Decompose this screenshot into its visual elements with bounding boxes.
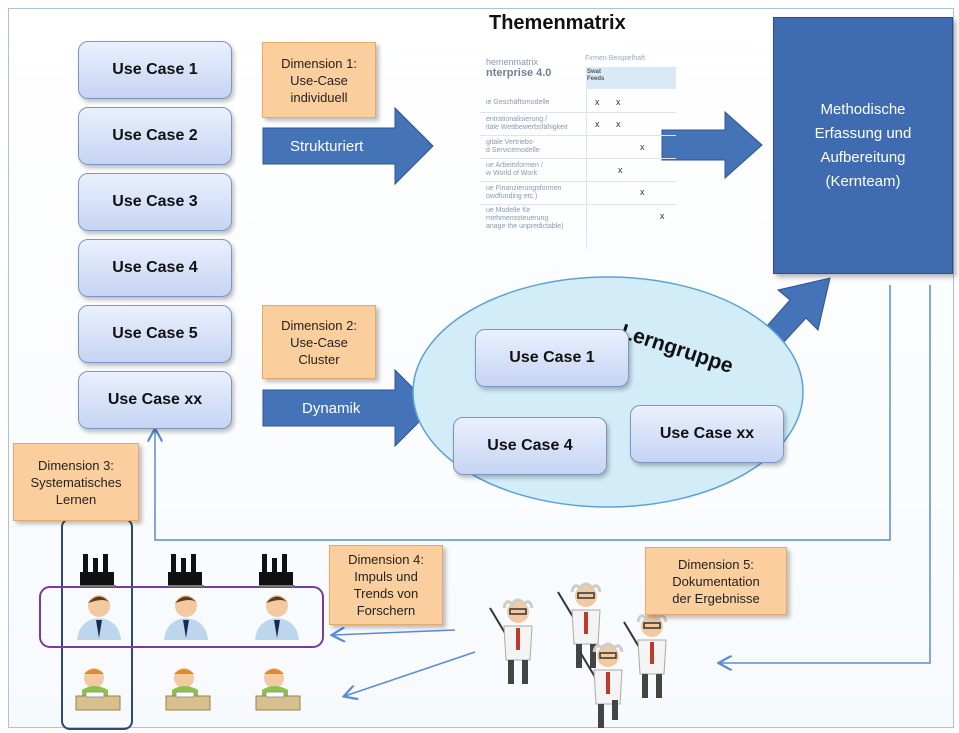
matrix-row-label: entrationalisierung / itale Wettbewerbsf… bbox=[486, 116, 568, 131]
matrix-subtitle-2: nterprise 4.0 bbox=[486, 67, 552, 79]
lerngruppe-use-case-4[interactable]: Use Case 4 bbox=[453, 417, 607, 475]
use-case-2[interactable]: Use Case 2 bbox=[78, 107, 232, 165]
use-case-4[interactable]: Use Case 4 bbox=[78, 239, 232, 297]
professor-icon bbox=[579, 642, 624, 728]
use-case-1[interactable]: Use Case 1 bbox=[78, 41, 232, 99]
lerngruppe-use-case-1[interactable]: Use Case 1 bbox=[475, 329, 629, 387]
use-case-3[interactable]: Use Case 3 bbox=[78, 173, 232, 231]
matrix-subtitle-1: hemenmatrix bbox=[486, 57, 539, 67]
dimension1-note: Dimension 1: Use-Case individuell bbox=[262, 42, 376, 118]
professor-icon bbox=[489, 598, 534, 684]
dimension5-note: Dimension 5: Dokumentation der Ergebniss… bbox=[645, 547, 787, 615]
learner-at-desk-icon bbox=[255, 668, 301, 711]
matrix-mark: x bbox=[640, 142, 645, 152]
matrix-row-label: ue Finanzierungsformen owdfunding etc.) bbox=[486, 185, 562, 200]
matrix-mark: x bbox=[616, 119, 621, 129]
learner-at-desk-icon bbox=[75, 668, 121, 711]
arrow-label-strukturiert: Strukturiert bbox=[290, 137, 364, 155]
arrow-matrix-to-method bbox=[661, 110, 763, 180]
themenmatrix-table: hemenmatrix nterprise 4.0 Firmen Beispie… bbox=[480, 45, 680, 255]
matrix-gridline bbox=[586, 89, 587, 249]
matrix-row-label: ue Modelle für rnehmenssteuerung anage t… bbox=[486, 207, 564, 230]
business-person-icon bbox=[77, 595, 121, 640]
dimension2-note: Dimension 2: Use-Case Cluster bbox=[262, 305, 376, 379]
matrix-mark: x bbox=[618, 165, 623, 175]
matrix-row-label: ue Arbeitsformen / w World of Work bbox=[486, 162, 543, 177]
professor-icon bbox=[623, 612, 668, 698]
matrix-gridline bbox=[480, 204, 676, 205]
business-person-icon bbox=[164, 595, 208, 640]
method-box-kernteam: Methodische Erfassung und Aufbereitung (… bbox=[773, 17, 953, 274]
matrix-mark: x bbox=[616, 97, 621, 107]
matrix-mark: x bbox=[660, 211, 665, 221]
factory-icon bbox=[259, 554, 295, 587]
dimension4-note: Dimension 4: Impuls und Trends von Forsc… bbox=[329, 545, 443, 625]
feedback-line-1 bbox=[155, 285, 891, 541]
arrow-dynamik bbox=[262, 368, 434, 448]
matrix-mark: x bbox=[595, 119, 600, 129]
factory-icon bbox=[80, 554, 116, 587]
arrow-strukturiert bbox=[262, 106, 434, 186]
themenmatrix-title: Themenmatrix bbox=[489, 12, 626, 34]
factory-icon bbox=[168, 554, 204, 587]
matrix-header-cell: Swat Feeds bbox=[587, 69, 605, 82]
matrix-mark: x bbox=[595, 97, 600, 107]
arrow-label-dynamik: Dynamik bbox=[302, 399, 361, 417]
arrow-to-learners-row bbox=[345, 651, 476, 696]
matrix-row-label: gitale Vertriebs- d Servicemodelle bbox=[486, 139, 540, 154]
use-case-xx[interactable]: Use Case xx bbox=[78, 371, 232, 429]
matrix-header: Firmen Beispielhaft bbox=[585, 55, 645, 62]
arrow-to-researchers-row bbox=[333, 630, 456, 635]
learner-at-desk-icon bbox=[165, 668, 211, 711]
feedback-line-2 bbox=[720, 285, 931, 663]
professor-icon bbox=[557, 582, 602, 668]
matrix-row-label: ie Geschäftsmodelle bbox=[486, 99, 550, 106]
business-person-icon bbox=[255, 595, 299, 640]
dimension3-note: Dimension 3: Systematisches Lernen bbox=[13, 443, 139, 521]
matrix-mark: x bbox=[640, 187, 645, 197]
matrix-gridline bbox=[480, 158, 676, 159]
matrix-gridline bbox=[480, 112, 676, 113]
lerngruppe-use-case-xx[interactable]: Use Case xx bbox=[630, 405, 784, 463]
matrix-header-band bbox=[586, 67, 676, 89]
matrix-gridline bbox=[480, 181, 676, 182]
matrix-gridline bbox=[480, 135, 676, 136]
use-case-5[interactable]: Use Case 5 bbox=[78, 305, 232, 363]
